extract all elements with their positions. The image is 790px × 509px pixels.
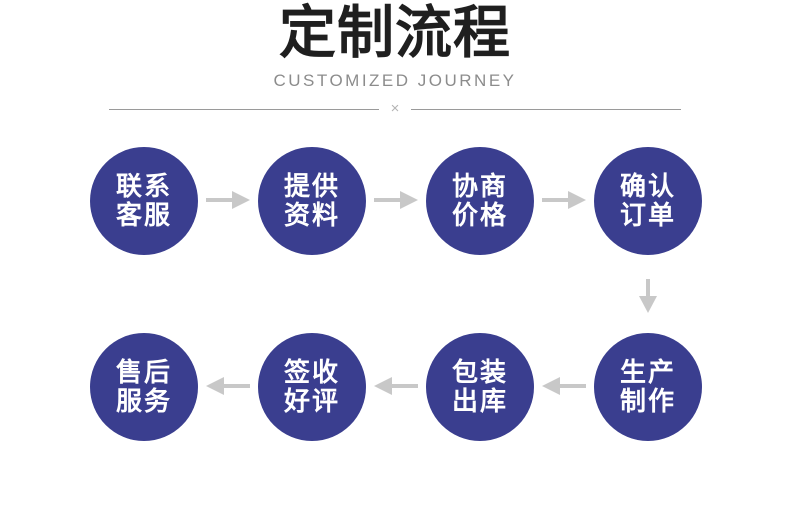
flow-step-production: 生产 制作 [594,333,702,441]
step-label-line: 出库 [451,386,508,416]
divider: × [109,99,682,117]
flow-step-provide-materials: 提供 资料 [258,147,366,255]
step-label-line: 包装 [451,357,508,388]
divider-line-left [109,108,379,110]
arrow-down-icon [636,279,660,313]
flow-step-sign-and-review: 签收 好评 [258,333,366,441]
flow-step-pack-and-ship: 包装 出库 [426,333,534,441]
step-label-line: 售后 [115,357,172,388]
page-title: 定制流程 [279,1,511,65]
arrow-right-icon [374,188,418,212]
step-label-line: 协商 [451,171,508,202]
step-label-line: 联系 [115,171,172,202]
arrow-left-icon [206,374,250,398]
arrow-right-icon [542,188,586,212]
flow-step-contact-service: 联系 客服 [90,147,198,255]
divider-x-glyph: × [390,99,400,117]
step-label-line: 提供 [283,171,340,202]
step-label-line: 好评 [283,386,340,416]
step-label-line: 确认 [619,171,676,202]
step-label-line: 服务 [115,386,172,416]
flow-step-negotiate-price: 协商 价格 [426,147,534,255]
step-label-line: 价格 [451,200,508,230]
step-label-line: 资料 [283,200,340,230]
flow-step-confirm-order: 确认 订单 [594,147,702,255]
page-subtitle: CUSTOMIZED JOURNEY [273,70,517,90]
arrow-left-icon [374,374,418,398]
divider-line-right [411,108,682,110]
step-label-line: 制作 [619,386,676,416]
header: 定制流程 CUSTOMIZED JOURNEY × [0,0,790,117]
flow-step-after-sales-service: 售后 服务 [90,333,198,441]
step-label-line: 客服 [115,200,172,230]
step-label-line: 生产 [619,357,676,388]
arrow-left-icon [542,374,586,398]
step-label-line: 订单 [619,200,676,230]
step-label-line: 签收 [283,357,340,388]
arrow-right-icon [206,188,250,212]
